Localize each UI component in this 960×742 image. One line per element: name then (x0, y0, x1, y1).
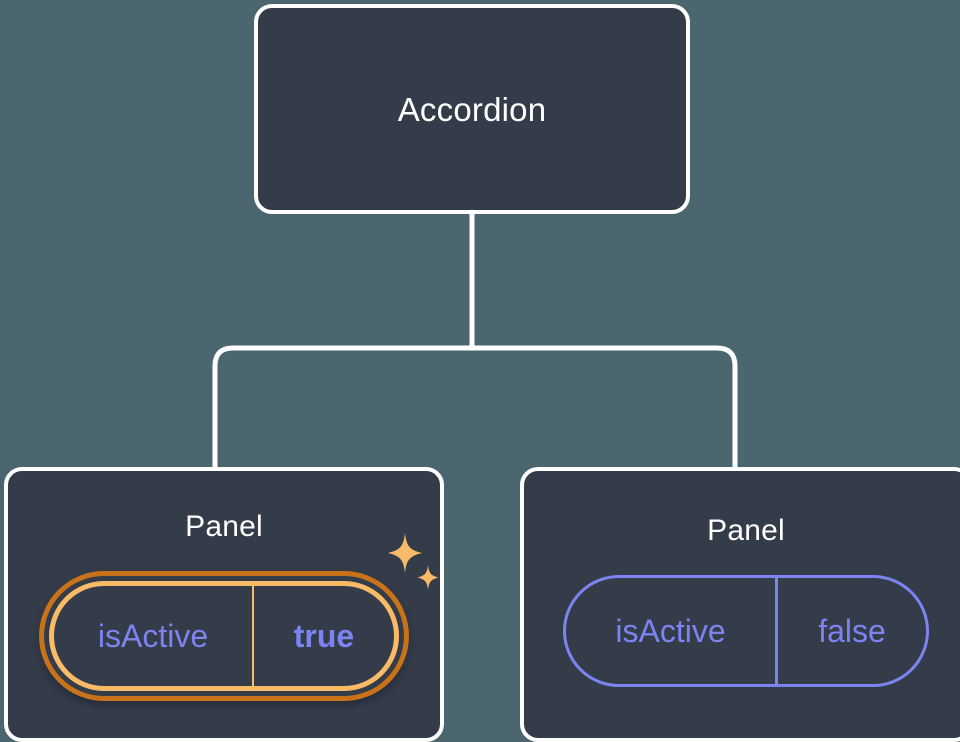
prop-value-label: false (818, 613, 886, 649)
prop-value-label: true (293, 618, 355, 654)
prop-key-label: isActive (615, 613, 726, 649)
prop-pill-is-active-true[interactable]: isActive true (39, 571, 409, 701)
prop-key-label: isActive (97, 618, 209, 654)
node-accordion-title: Accordion (397, 90, 547, 128)
prop-pill-is-active-false[interactable]: isActive false (563, 575, 929, 687)
node-panel-left[interactable]: Panel isActive true (4, 467, 444, 742)
node-accordion[interactable]: Accordion (254, 4, 690, 214)
prop-pill-inner: isActive true (49, 581, 399, 691)
prop-key-cell: isActive (566, 578, 778, 684)
prop-value-cell: false (778, 578, 926, 684)
node-panel-left-title: Panel (185, 510, 263, 543)
prop-value-cell: true (254, 586, 394, 686)
prop-pill-right-wrap: isActive false (563, 575, 929, 687)
node-panel-right-title: Panel (707, 514, 785, 547)
connector-branch-bar (212, 345, 738, 467)
node-panel-right[interactable]: Panel isActive false (520, 467, 960, 742)
prop-key-cell: isActive (54, 586, 254, 686)
prop-pill-left-wrap: isActive true (39, 533, 439, 701)
prop-pill-inner: isActive false (566, 578, 926, 684)
